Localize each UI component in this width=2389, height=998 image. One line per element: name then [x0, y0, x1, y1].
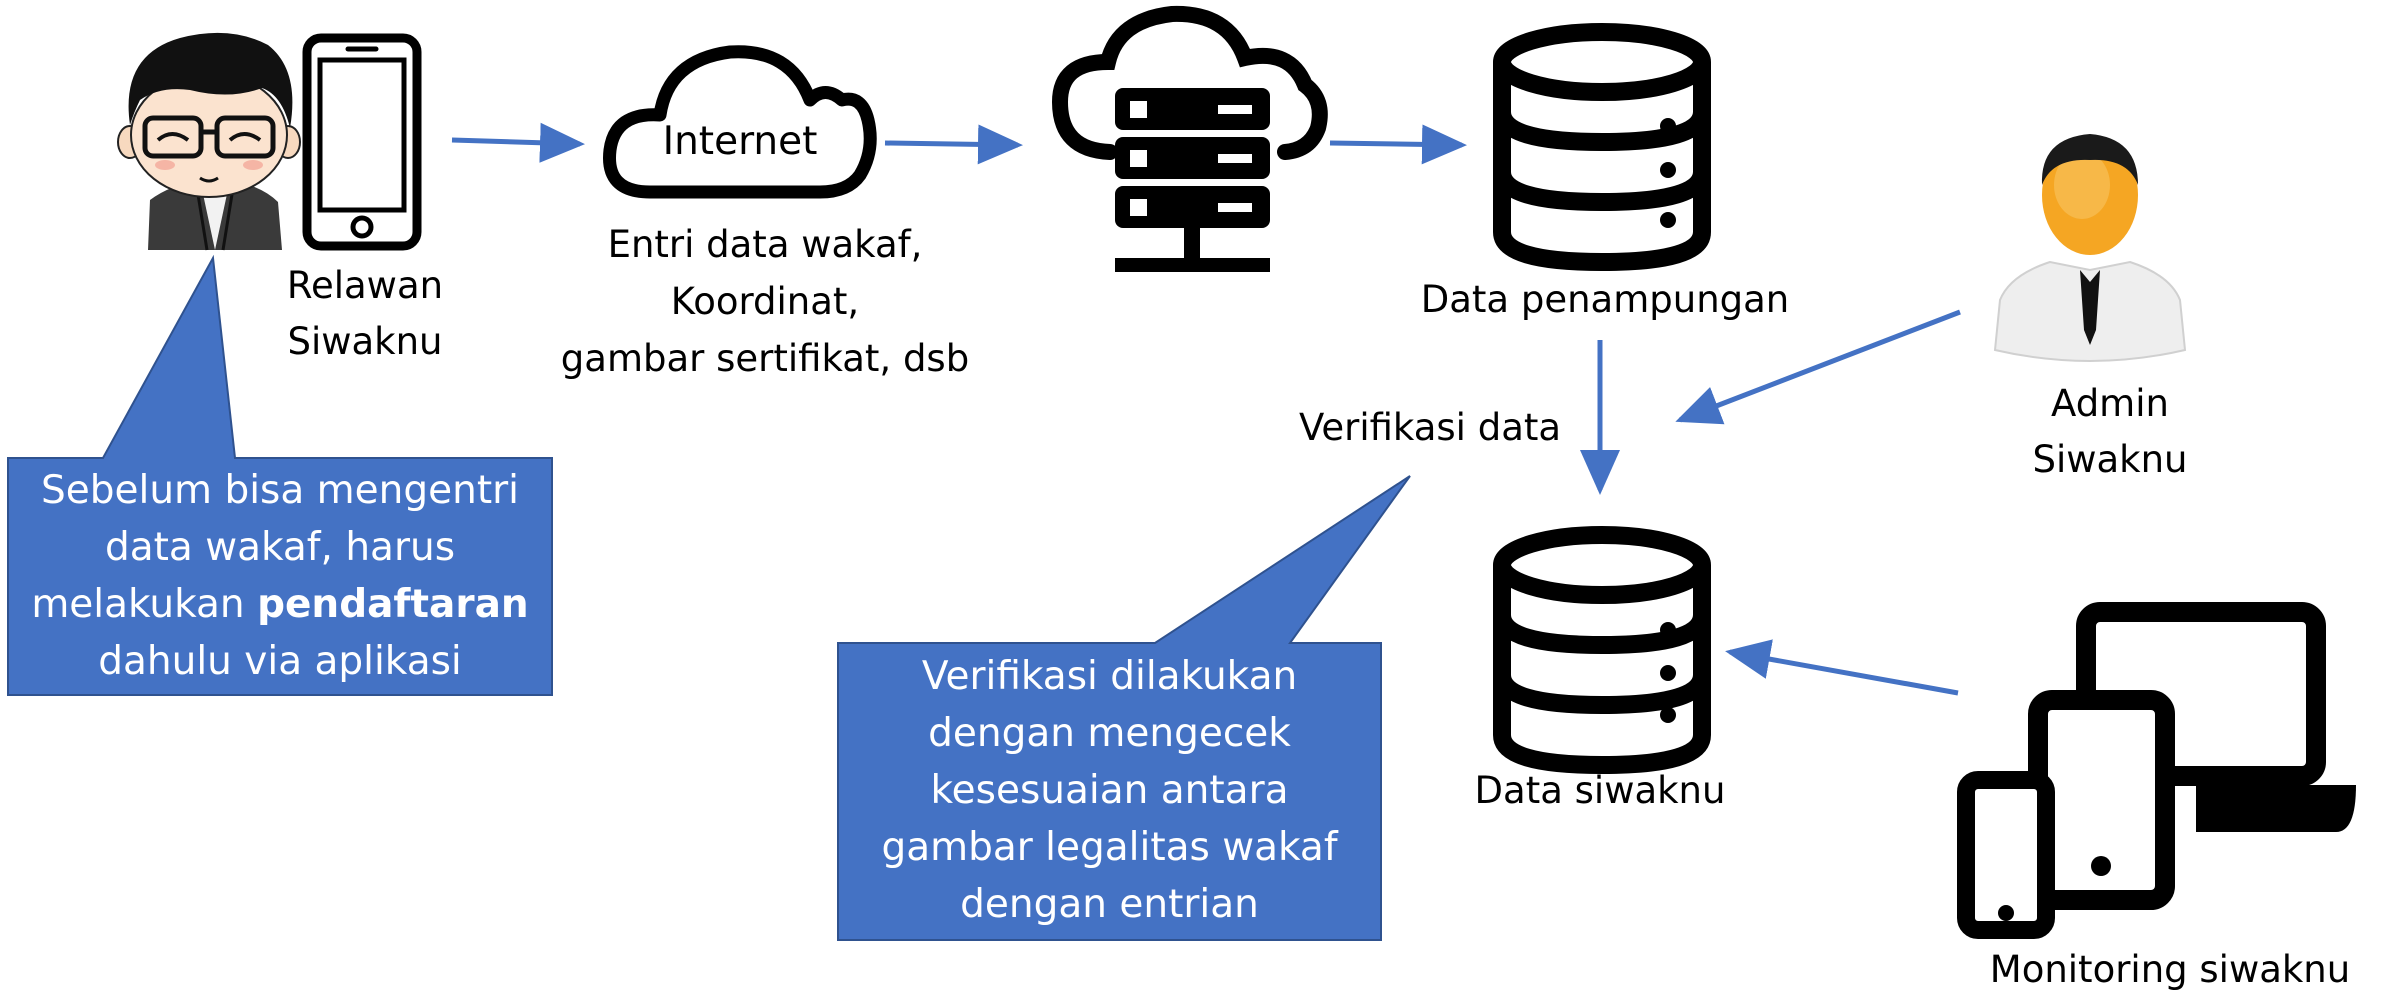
verification-label: Verifikasi data [1298, 406, 1562, 449]
arrow-volunteer-to-internet [451, 122, 585, 163]
callout-verification-text: Verifikasi dilakukan dengan mengecek kes… [881, 654, 1338, 927]
volunteer-label: Relawan Siwaknu [286, 264, 444, 363]
smartphone-icon [302, 33, 422, 251]
monitoring-label: Monitoring siwaknu [1989, 948, 2351, 991]
database-icon [1493, 526, 1711, 775]
database-icon [1493, 23, 1711, 272]
arrow-internet-to-server [884, 124, 1023, 165]
callout-verification [837, 475, 1411, 941]
admin-user-icon [1993, 134, 2187, 362]
admin-label: Admin Siwaknu [2032, 382, 2188, 481]
staging-db-label: Data penampungan [1420, 278, 1790, 321]
multi-device-icon [1957, 602, 2356, 939]
main-db-label: Data siwaknu [1474, 769, 1726, 812]
cloud-icon [603, 45, 877, 199]
internet-cloud-label: Internet [662, 119, 818, 164]
volunteer-avatar-icon [117, 32, 301, 251]
internet-description: Entri data wakaf, Koordinat, gambar sert… [560, 223, 970, 380]
arrow-monitoring-to-main [1725, 639, 1959, 696]
callout-registration [7, 254, 553, 696]
arrow-server-to-staging [1329, 124, 1467, 165]
callout-registration-text: Sebelum bisa mengentri data wakaf, harus… [31, 468, 529, 684]
flow-arrows [451, 122, 1961, 696]
arrow-admin-to-verification [1675, 309, 1961, 425]
cloud-server-icon [1051, 5, 1328, 272]
